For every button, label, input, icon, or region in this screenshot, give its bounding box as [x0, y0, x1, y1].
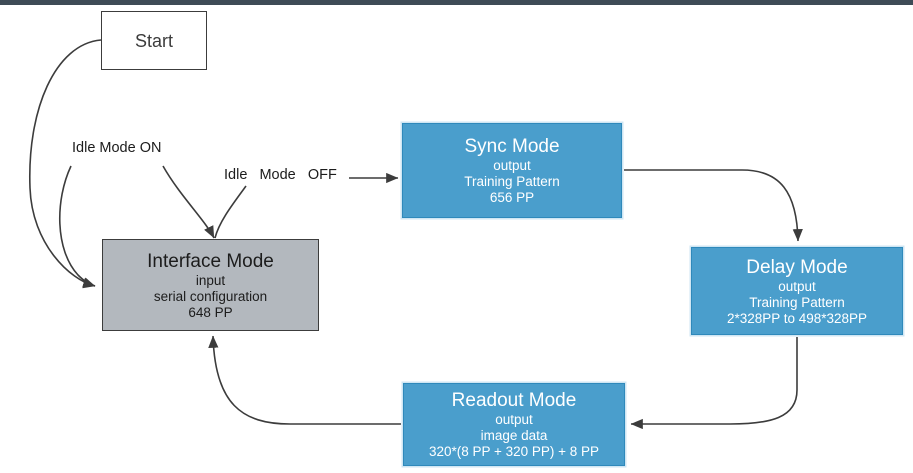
node-delay-mode-title: Delay Mode [746, 256, 848, 278]
window-top-bar [0, 0, 913, 5]
node-readout-mode-line-3: 320*(8 PP + 320 PP) + 8 PP [428, 444, 600, 459]
node-interface-mode[interactable]: Interface Mode input serial configuratio… [102, 239, 319, 331]
edge-readout-to-interface [208, 335, 401, 425]
node-sync-mode-line-3: 656 PP [489, 190, 535, 205]
node-sync-mode-line-1: output [493, 158, 531, 173]
edge-delay-to-readout [630, 337, 798, 430]
node-readout-mode-title: Readout Mode [451, 390, 577, 411]
node-interface-mode-line-2: serial configuration [153, 288, 268, 304]
node-readout-mode-line-2: image data [480, 428, 548, 443]
edge-label-idle-mode-off: Idle Mode OFF [224, 167, 337, 183]
node-start[interactable]: Start [101, 11, 207, 70]
edge-idle-mode-on-top [162, 165, 215, 239]
node-sync-mode[interactable]: Sync Mode output Training Pattern 656 PP [402, 123, 622, 218]
edge-idle-mode-on-left [59, 165, 96, 288]
node-delay-mode-line-3: 2*328PP to 498*328PP [726, 310, 868, 326]
edge-idle-return-top [214, 185, 247, 239]
node-start-title: Start [134, 30, 173, 51]
node-delay-mode[interactable]: Delay Mode output Training Pattern 2*328… [691, 247, 903, 335]
node-delay-mode-line-2: Training Pattern [749, 294, 845, 310]
edge-label-idle-mode-on: Idle Mode ON [72, 140, 162, 156]
node-delay-mode-line-1: output [778, 278, 816, 294]
node-interface-mode-line-3: 648 PP [188, 304, 233, 320]
node-interface-mode-title: Interface Mode [147, 250, 274, 272]
edge-start-to-interface [29, 39, 102, 289]
node-interface-mode-line-1: input [195, 272, 226, 288]
edge-sync-to-delay [624, 169, 803, 242]
node-readout-mode-line-1: output [495, 412, 533, 427]
node-sync-mode-line-2: Training Pattern [464, 174, 560, 189]
node-readout-mode[interactable]: Readout Mode output image data 320*(8 PP… [403, 383, 625, 466]
node-sync-mode-title: Sync Mode [464, 136, 560, 157]
